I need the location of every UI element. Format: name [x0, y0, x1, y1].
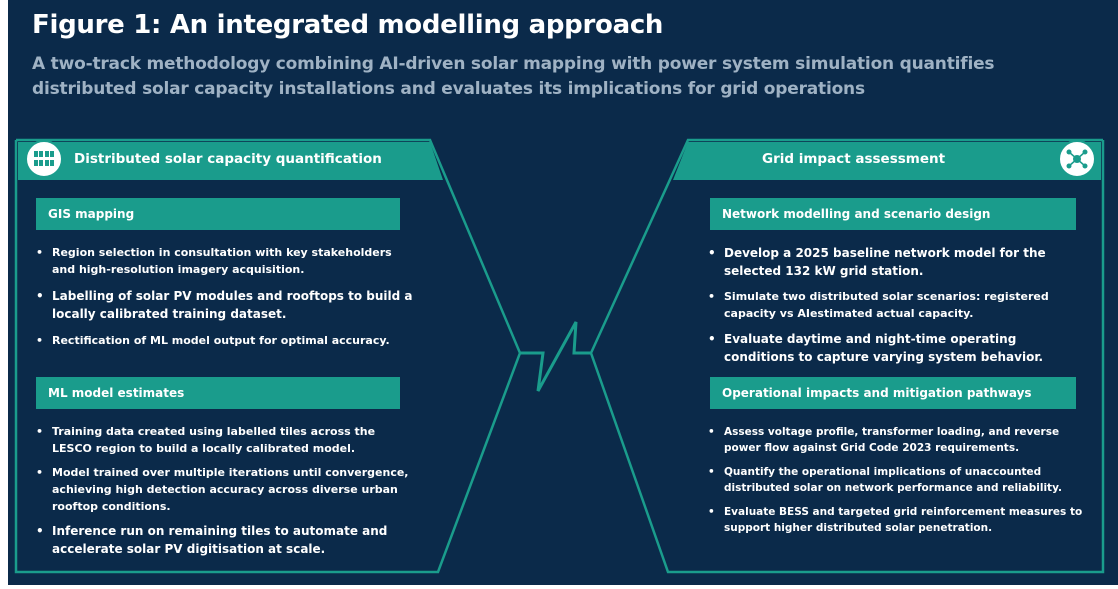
- list-item: Inference run on remaining tiles to auto…: [34, 522, 414, 558]
- operational-impacts-header: Operational impacts and mitigation pathw…: [710, 377, 1076, 409]
- operational-impacts-list: Assess voltage profile, transformer load…: [706, 424, 1084, 536]
- list-item: Simulate two distributed solar scenarios…: [706, 288, 1081, 322]
- list-item: Labelling of solar PV modules and roofto…: [34, 287, 414, 323]
- right-panel-heading: Grid impact assessment: [762, 151, 946, 167]
- ml-model-estimates-list: Training data created using labelled til…: [34, 423, 414, 558]
- list-item: Evaluate BESS and targeted grid reinforc…: [706, 504, 1084, 536]
- solar-panels-icon: [25, 140, 63, 178]
- lightning-connector: [520, 321, 591, 392]
- diagram-outline: [14, 138, 1105, 574]
- right-header-band: [673, 142, 1101, 180]
- list-item: Develop a 2025 baseline network model fo…: [706, 244, 1081, 280]
- figure-title: Figure 1: An integrated modelling approa…: [32, 10, 664, 40]
- grid-network-icon: [1058, 140, 1096, 178]
- list-item: Region selection in consultation with ke…: [34, 244, 414, 278]
- left-panel-heading: Distributed solar capacity quantificatio…: [74, 151, 382, 167]
- list-item: Evaluate daytime and night-time operatin…: [706, 330, 1081, 366]
- network-modelling-header: Network modelling and scenario design: [710, 198, 1076, 230]
- gis-mapping-header: GIS mapping: [36, 198, 400, 230]
- right-panel-outline: [589, 138, 1105, 574]
- list-item: Training data created using labelled til…: [34, 423, 414, 457]
- gis-mapping-list: Region selection in consultation with ke…: [34, 244, 414, 349]
- list-item: Assess voltage profile, transformer load…: [706, 424, 1084, 456]
- figure-subtitle: A two-track methodology combining AI-dri…: [32, 54, 995, 99]
- left-panel-outline: [14, 138, 522, 574]
- ml-model-estimates-header: ML model estimates: [36, 377, 400, 409]
- list-item: Model trained over multiple iterations u…: [34, 464, 414, 515]
- figure-frame: Figure 1: An integrated modelling approa…: [8, 0, 1118, 585]
- network-modelling-list: Develop a 2025 baseline network model fo…: [706, 244, 1081, 366]
- list-item: Quantify the operational implications of…: [706, 464, 1084, 496]
- list-item: Rectification of ML model output for opt…: [34, 332, 414, 349]
- left-header-band: [18, 142, 443, 180]
